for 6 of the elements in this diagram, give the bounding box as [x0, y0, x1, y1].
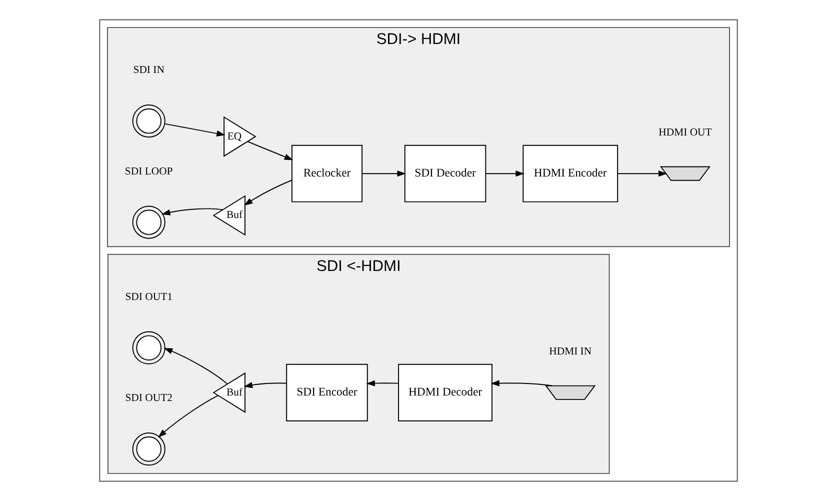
node-label: SDI OUT1: [125, 290, 172, 303]
node-label: SDI LOOP: [124, 165, 173, 178]
node-label: HDMI OUT: [658, 126, 712, 138]
node-label: SDI IN: [133, 64, 164, 76]
node-label: HDMI IN: [549, 345, 592, 358]
node-label: SDI OUT2: [125, 392, 172, 404]
